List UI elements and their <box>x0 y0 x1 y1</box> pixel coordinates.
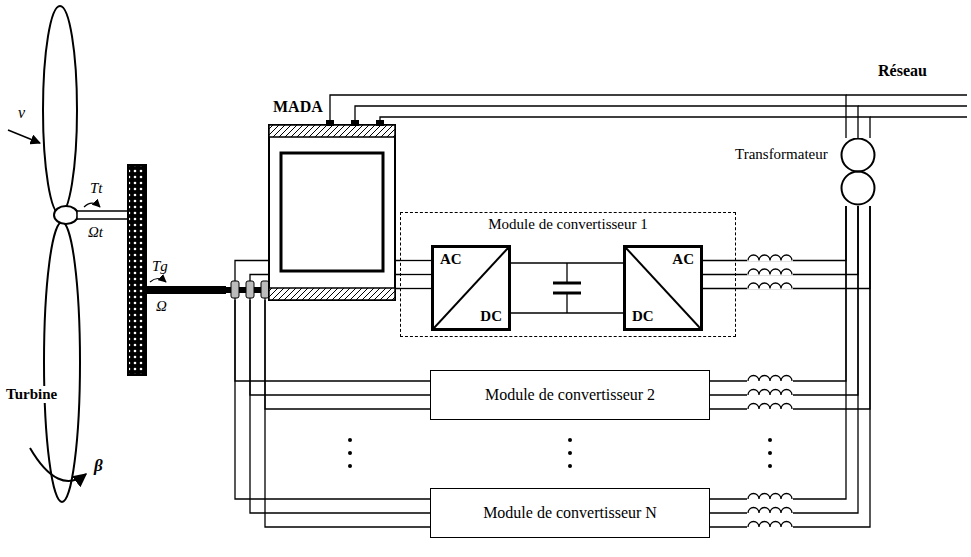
wind-arrow <box>8 130 40 143</box>
stator-bar <box>269 288 395 300</box>
wire <box>846 94 967 95</box>
wire <box>736 206 858 275</box>
wire <box>736 206 870 289</box>
converter-side-label: AC <box>672 251 694 268</box>
wire <box>553 282 581 285</box>
wire <box>400 274 431 275</box>
wire <box>265 300 430 409</box>
inductor-symbol <box>747 492 793 500</box>
inductor-symbol <box>747 520 793 528</box>
wire <box>355 106 858 138</box>
low-speed-shaft <box>77 211 128 219</box>
wire <box>710 206 858 395</box>
wire <box>703 274 736 275</box>
rotor <box>281 153 383 271</box>
machine-box: MADA <box>225 125 395 300</box>
wire <box>566 293 567 313</box>
gearbox <box>128 165 146 375</box>
stator-terminal <box>351 120 359 126</box>
wire <box>736 206 846 261</box>
inductor-symbol <box>747 506 793 514</box>
speed-symbol: Ω <box>156 298 167 315</box>
wire <box>250 300 430 513</box>
wire <box>703 288 736 289</box>
converter-module: Module de convertisseur 1 AC DC AC DC <box>400 212 736 337</box>
transformer-symbol: Transformateur <box>735 138 885 206</box>
turbine-hub <box>54 206 78 224</box>
wire <box>710 206 846 499</box>
diagonal-line <box>626 248 700 328</box>
wire <box>380 117 870 138</box>
stator-terminal <box>376 120 384 126</box>
stator-terminal <box>326 120 334 126</box>
wire <box>400 260 431 261</box>
wire <box>265 289 400 301</box>
wire <box>703 260 736 261</box>
wire <box>250 300 430 395</box>
speed-symbol: Ωt <box>88 224 103 241</box>
inductor-symbol <box>747 268 793 276</box>
machine-body <box>269 125 395 300</box>
dc-link <box>511 263 623 313</box>
wire <box>710 206 858 513</box>
module-title: Module de convertisseur 2 <box>485 386 655 404</box>
stator-bar <box>269 125 395 137</box>
module-title: Module de convertisseur 1 <box>401 216 735 233</box>
converter-module: Module de convertisseur 2 <box>430 370 710 420</box>
pitch-arrow <box>30 448 86 481</box>
turbine-blade <box>44 222 80 502</box>
transformer-winding <box>842 172 875 205</box>
machine-name: MADA <box>273 98 323 116</box>
transformer-winding <box>842 139 875 172</box>
torque-symbol: Tg <box>152 258 168 275</box>
wire <box>710 206 870 527</box>
wire <box>400 288 431 289</box>
machine-drawing <box>225 125 395 300</box>
inductor-symbol <box>747 282 793 290</box>
converter-side-label: AC <box>440 251 462 268</box>
inductor-symbol <box>747 374 793 382</box>
turbine-label: Turbine <box>4 386 59 403</box>
inductor-symbol <box>747 254 793 262</box>
torque-arrow <box>150 279 166 283</box>
wire <box>265 300 430 527</box>
torque-symbol: Tt <box>90 180 103 197</box>
converter-side-label: DC <box>632 308 654 325</box>
slip-ring <box>246 281 254 298</box>
ellipsis-dots <box>348 438 772 468</box>
three-phase-line <box>330 95 967 138</box>
converter-side-label: DC <box>480 308 502 325</box>
wire <box>566 263 567 283</box>
three-phase-line <box>703 206 870 290</box>
torque-arrow <box>84 203 100 207</box>
diagonal-line <box>434 248 508 328</box>
wire <box>710 206 846 381</box>
grid-label: Réseau <box>878 62 927 80</box>
wire <box>858 105 967 106</box>
inverter-box: AC DC <box>623 245 703 331</box>
module-title: Module de convertisseur N <box>483 504 657 522</box>
slip-ring <box>261 281 269 298</box>
pitch-angle-symbol: β <box>94 456 103 476</box>
inductor-symbol <box>747 402 793 410</box>
wind-speed-symbol: v <box>18 104 25 122</box>
inductor-symbol <box>747 388 793 396</box>
high-speed-shaft <box>146 286 226 294</box>
wire <box>870 116 967 117</box>
three-phase-line <box>710 206 870 528</box>
rectifier-box: AC DC <box>431 245 511 331</box>
slip-ring <box>231 281 239 298</box>
transformer-name: Transformateur <box>735 146 828 163</box>
wire <box>553 292 581 295</box>
turbine-blade <box>43 6 77 214</box>
converter-module: Module de convertisseur N <box>430 488 710 538</box>
